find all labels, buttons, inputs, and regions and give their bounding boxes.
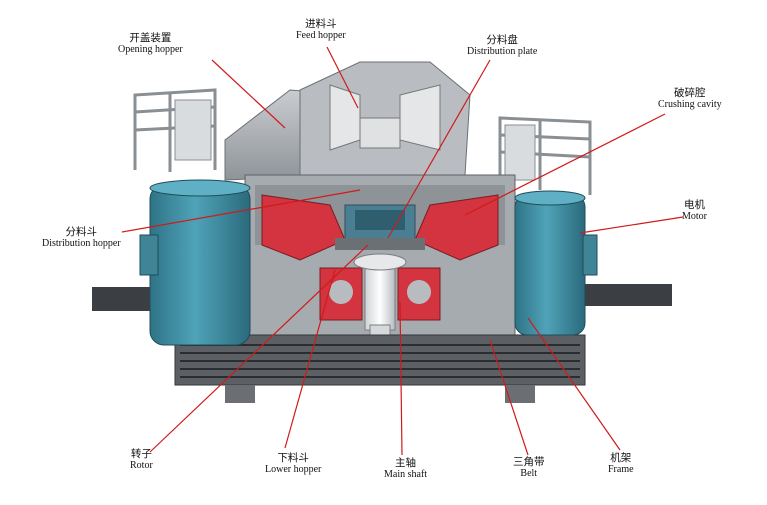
label-lower-hopper: 下料斗 Lower hopper xyxy=(265,452,321,476)
label-distribution-plate-zh: 分料盘 xyxy=(486,34,518,46)
label-distribution-hopper-zh: 分料斗 xyxy=(65,226,98,238)
leader-feed-hopper xyxy=(326,46,359,109)
label-distribution-plate-en: Distribution plate xyxy=(467,46,538,58)
leader-opening-hopper xyxy=(211,59,286,129)
label-feed-hopper-zh: 进料斗 xyxy=(305,18,337,30)
label-rotor: 转子 Rotor xyxy=(130,448,153,472)
label-opening-hopper-zh: 开盖装置 xyxy=(129,32,172,44)
label-crushing-cavity: 破碎腔 Crushing cavity xyxy=(658,87,722,111)
label-frame-en: Frame xyxy=(608,464,634,476)
label-motor-zh: 电机 xyxy=(684,199,705,211)
leader-crushing-cavity xyxy=(464,113,666,216)
label-distribution-hopper-en: Distribution hopper xyxy=(42,238,121,250)
leader-distribution-plate xyxy=(387,59,491,239)
label-belt: 三角带 Belt xyxy=(513,456,545,480)
left-railing-panel xyxy=(174,99,212,161)
label-crushing-cavity-en: Crushing cavity xyxy=(658,99,722,111)
label-motor: 电机 Motor xyxy=(682,199,707,223)
leader-rotor xyxy=(149,244,369,453)
right-motor xyxy=(514,190,598,336)
label-opening-hopper-en: Opening hopper xyxy=(118,44,183,56)
label-distribution-plate: 分料盘 Distribution plate xyxy=(467,34,537,58)
label-belt-zh: 三角带 xyxy=(513,456,545,468)
leader-belt xyxy=(489,339,529,456)
left-motor xyxy=(139,179,251,346)
main-shaft xyxy=(364,259,396,331)
leader-motor xyxy=(579,216,684,234)
right-railing-panel xyxy=(504,124,536,181)
label-main-shaft: 主轴 Main shaft xyxy=(384,457,427,481)
label-feed-hopper: 进料斗 Feed hopper xyxy=(296,18,346,42)
leader-lines xyxy=(121,46,684,456)
label-frame-zh: 机架 xyxy=(610,452,632,464)
label-distribution-hopper: 分料斗 Distribution hopper xyxy=(42,226,121,250)
leader-frame xyxy=(527,317,621,451)
label-main-shaft-en: Main shaft xyxy=(384,469,428,481)
leader-main-shaft xyxy=(399,301,403,456)
label-rotor-en: Rotor xyxy=(130,460,153,472)
label-lower-hopper-zh: 下料斗 xyxy=(277,452,309,464)
leader-distribution-hopper xyxy=(121,189,361,233)
label-opening-hopper: 开盖装置 Opening hopper xyxy=(118,32,183,56)
crushing-cavity-right xyxy=(414,194,499,261)
label-motor-en: Motor xyxy=(682,211,707,223)
label-frame: 机架 Frame xyxy=(608,452,634,476)
leader-lower-hopper xyxy=(284,269,336,449)
crushing-cavity-left xyxy=(261,194,346,261)
feed-tube xyxy=(359,117,401,149)
label-main-shaft-zh: 主轴 xyxy=(395,457,417,469)
label-belt-en: Belt xyxy=(520,468,538,480)
right-beam xyxy=(580,284,672,306)
label-lower-hopper-en: Lower hopper xyxy=(265,464,322,476)
label-rotor-zh: 转子 xyxy=(130,448,152,460)
label-feed-hopper-en: Feed hopper xyxy=(296,30,346,42)
label-crushing-cavity-zh: 破碎腔 xyxy=(674,87,706,99)
